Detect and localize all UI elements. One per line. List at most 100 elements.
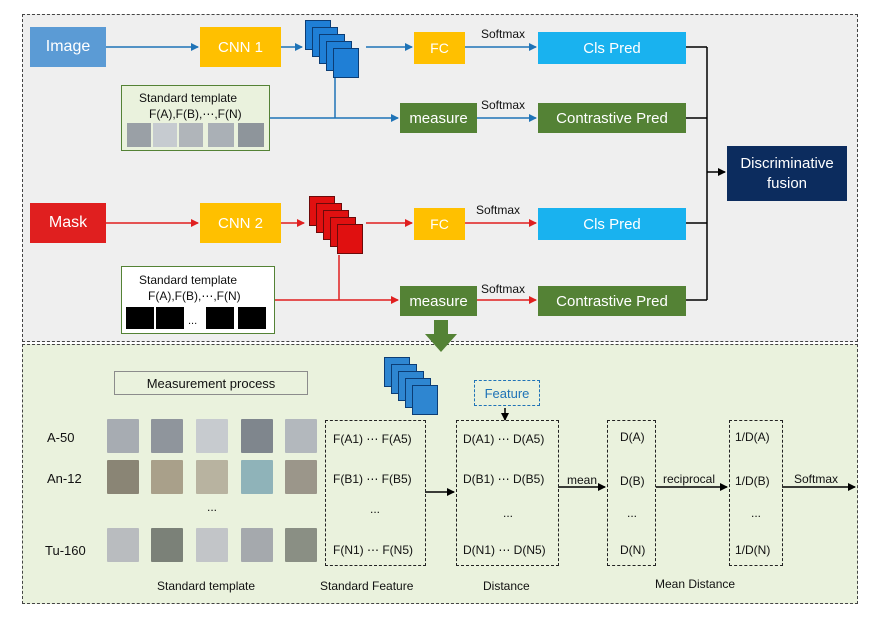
reciprocal-a: 1/D(A) — [735, 430, 770, 444]
template-image-n-4 — [241, 528, 273, 562]
cls-pred-box-top: Cls Pred — [538, 32, 686, 64]
contrastive-pred-box-bottom: Contrastive Pred — [538, 286, 686, 316]
image-input-box: Image — [30, 27, 106, 67]
discriminative-fusion-box: Discriminative fusion — [727, 146, 847, 201]
template-image-b-1 — [107, 460, 139, 494]
caption-standard-feature: Standard Feature — [320, 579, 414, 593]
mean-distance-ellipsis: ... — [627, 506, 638, 520]
cls-pred-label-top: Cls Pred — [583, 39, 641, 57]
row-label-a50: A-50 — [47, 430, 75, 445]
mask-silhouette-3 — [206, 307, 234, 329]
contrastive-pred-box-top: Contrastive Pred — [538, 103, 686, 133]
fc-label-top: FC — [430, 40, 449, 56]
template-image-b-3 — [196, 460, 228, 494]
distance-n: D(N1) ⋯ D(N5) — [463, 543, 546, 557]
softmax-label-2: Softmax — [481, 98, 526, 112]
feature-input-box: Feature — [474, 380, 540, 406]
template-image-b-2 — [151, 460, 183, 494]
template-title-top: Standard template — [139, 91, 238, 105]
standard-template-box-top: Standard template F(A),F(B),⋯,F(N) ... — [121, 85, 270, 151]
image-feature-stack — [305, 20, 369, 80]
template-image-1 — [127, 123, 151, 147]
distance-ellipsis: ... — [503, 506, 514, 520]
mask-silhouette-4 — [238, 307, 266, 329]
cls-pred-box-bottom: Cls Pred — [538, 208, 686, 240]
caption-mean-distance: Mean Distance — [655, 577, 736, 591]
reciprocal-n: 1/D(N) — [735, 543, 771, 557]
row-ellipsis: ... — [207, 500, 218, 514]
fc-box-bottom: FC — [414, 208, 465, 240]
feature-stack-bottom — [384, 357, 448, 417]
softmax-label-3: Softmax — [476, 203, 521, 217]
fusion-label: Discriminative fusion — [740, 154, 834, 192]
mask-input-box: Mask — [30, 203, 106, 243]
measurement-process-label-box: Measurement process — [114, 371, 308, 395]
distance-b: D(B1) ⋯ D(B5) — [463, 472, 545, 486]
template-image-n-5 — [285, 528, 317, 562]
template-title-bottom: Standard template — [139, 273, 238, 287]
mask-feature-stack — [309, 196, 373, 256]
feature-label: Feature — [484, 385, 530, 401]
template-image-5 — [238, 123, 264, 147]
template-image-a-2 — [151, 419, 183, 453]
cnn2-label: CNN 2 — [217, 214, 263, 232]
cnn1-label: CNN 1 — [217, 38, 263, 56]
softmax-label-1: Softmax — [481, 27, 526, 41]
template-image-a-5 — [285, 419, 317, 453]
template-image-a-1 — [107, 419, 139, 453]
template-formula-top: F(A),F(B),⋯,F(N) — [149, 107, 242, 121]
contrastive-pred-label-bottom: Contrastive Pred — [556, 292, 668, 310]
row-label-an12: An-12 — [47, 471, 82, 486]
fc-box-top: FC — [414, 32, 465, 64]
mask-silhouette-2 — [156, 307, 184, 329]
distance-column — [456, 420, 559, 566]
std-feature-a: F(A1) ⋯ F(A5) — [333, 432, 412, 446]
mean-distance-column — [607, 420, 656, 566]
template-image-n-3 — [196, 528, 228, 562]
reciprocal-distance-column — [729, 420, 783, 566]
template-formula-bottom: F(A),F(B),⋯,F(N) — [148, 289, 241, 303]
template-image-b-4 — [241, 460, 273, 494]
image-label: Image — [45, 38, 91, 55]
reciprocal-arrow-label: reciprocal — [663, 472, 716, 486]
template-ellipsis-bottom: ... — [188, 315, 198, 327]
std-feature-n: F(N1) ⋯ F(N5) — [333, 543, 413, 557]
softmax-label-4: Softmax — [481, 282, 526, 296]
template-image-a-4 — [241, 419, 273, 453]
softmax-arrow-label: Softmax — [794, 472, 839, 486]
fc-label-bottom: FC — [430, 216, 449, 232]
std-feature-ellipsis: ... — [370, 502, 381, 516]
measurement-process-label: Measurement process — [146, 375, 276, 391]
mean-distance-a: D(A) — [620, 430, 645, 444]
reciprocal-ellipsis: ... — [751, 506, 762, 520]
template-image-a-3 — [196, 419, 228, 453]
template-image-4 — [208, 123, 234, 147]
mask-silhouette-1 — [126, 307, 154, 329]
std-feature-b: F(B1) ⋯ F(B5) — [333, 472, 412, 486]
caption-distance: Distance — [483, 579, 530, 593]
cnn1-box: CNN 1 — [200, 27, 281, 67]
measure-label-top: measure — [409, 109, 468, 127]
standard-template-box-bottom: Standard template F(A),F(B),⋯,F(N) ... — [121, 266, 275, 334]
mean-distance-n: D(N) — [620, 543, 646, 557]
template-image-b-5 — [285, 460, 317, 494]
template-image-2 — [153, 123, 177, 147]
contrastive-pred-label-top: Contrastive Pred — [556, 109, 668, 127]
distance-a: D(A1) ⋯ D(A5) — [463, 432, 545, 446]
mean-distance-b: D(B) — [620, 474, 645, 488]
template-image-n-2 — [151, 528, 183, 562]
measure-box-top: measure — [400, 103, 477, 133]
cnn2-box: CNN 2 — [200, 203, 281, 243]
measure-label-bottom: measure — [409, 292, 468, 310]
mask-label: Mask — [48, 214, 88, 231]
row-label-tu160: Tu-160 — [45, 543, 86, 558]
cls-pred-label-bottom: Cls Pred — [583, 215, 641, 233]
template-image-3 — [179, 123, 203, 147]
mean-arrow-label: mean — [567, 473, 598, 487]
caption-standard-template: Standard template — [157, 579, 256, 593]
measure-box-bottom: measure — [400, 286, 477, 316]
template-image-n-1 — [107, 528, 139, 562]
standard-feature-column — [325, 420, 426, 566]
reciprocal-b: 1/D(B) — [735, 474, 770, 488]
